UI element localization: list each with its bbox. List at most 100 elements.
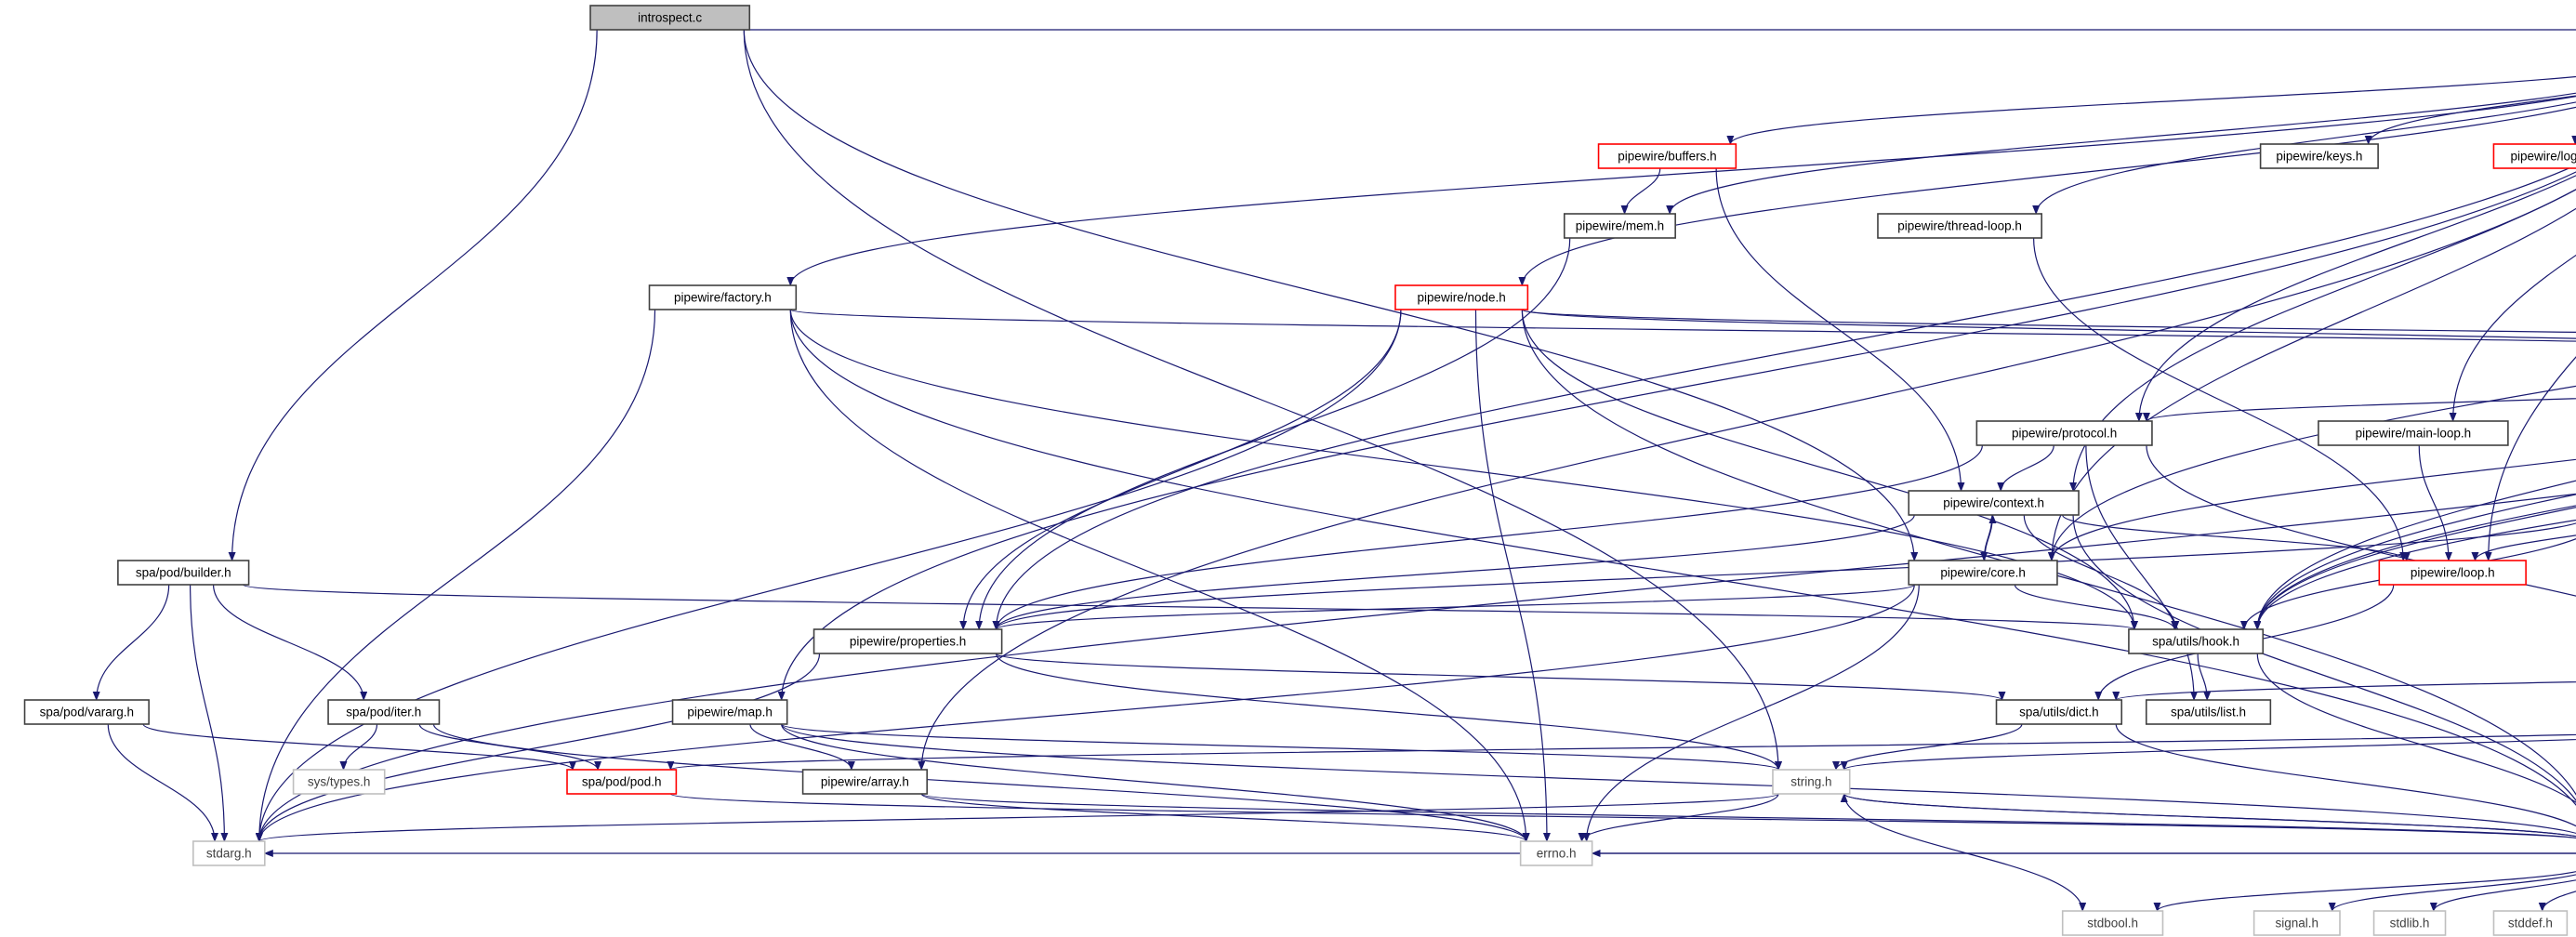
node-pod[interactable]: spa/pod/pod.h xyxy=(566,769,678,795)
edge-properties-to-dict xyxy=(996,653,2006,701)
node-properties[interactable]: pipewire/properties.h xyxy=(812,628,1003,654)
node-label: spa/pod/vararg.h xyxy=(40,706,134,719)
edge-properties-to-string xyxy=(996,653,1782,771)
edge-factory-to-proxy xyxy=(789,309,2576,342)
node-label: pipewire/factory.h xyxy=(674,291,772,305)
node-threadloop[interactable]: pipewire/thread-loop.h xyxy=(1877,213,2042,239)
edge-string-to-errno xyxy=(1578,793,1779,842)
edge-builder-to-vararg xyxy=(92,584,170,701)
node-box xyxy=(1772,769,1851,795)
edge-protocol-to-properties xyxy=(992,444,1983,630)
edge-array-to-defs xyxy=(920,793,2576,839)
node-stdlib: stdlib.h xyxy=(2372,910,2447,936)
edge-string-to-stdbool xyxy=(1843,793,2087,912)
edge-map-to-errno xyxy=(781,723,1530,842)
edge-mainloop-to-loop xyxy=(2418,444,2452,561)
edge-core-to-context xyxy=(1984,514,1997,561)
node-string: string.h xyxy=(1772,769,1851,795)
node-log[interactable]: pipewire/log.h xyxy=(2492,143,2576,169)
node-label: pipewire/thread-loop.h xyxy=(1897,219,2022,233)
edge-array-to-errno xyxy=(920,793,1530,842)
node-box xyxy=(2145,699,2272,725)
node-box xyxy=(1394,284,1529,310)
node-core[interactable]: pipewire/core.h xyxy=(1908,560,2058,586)
node-keys[interactable]: pipewire/keys.h xyxy=(2259,143,2379,169)
node-box xyxy=(1519,840,1593,866)
node-factory[interactable]: pipewire/factory.h xyxy=(648,284,798,310)
edge-core-to-errno xyxy=(1582,584,1920,842)
node-label: pipewire/mem.h xyxy=(1576,219,1664,233)
edge-dict-to-string xyxy=(1832,723,2023,771)
node-node[interactable]: pipewire/node.h xyxy=(1394,284,1529,310)
edge-context-to-loop xyxy=(2062,514,2411,561)
node-box xyxy=(192,840,266,866)
node-loop[interactable]: pipewire/loop.h xyxy=(2378,560,2527,586)
edge-node-to-errno xyxy=(1474,309,1551,842)
edge-node-to-param xyxy=(1521,309,2576,334)
edge-pipewire-to-factory xyxy=(786,95,2576,286)
edge-pipewire-to-mainloop xyxy=(2449,254,2576,422)
edge-pipewire-to-core xyxy=(2047,207,2576,561)
node-list[interactable]: spa/utils/list.h xyxy=(2145,699,2272,725)
node-introspect[interactable]: introspect.c xyxy=(589,5,751,31)
node-vararg[interactable]: spa/pod/vararg.h xyxy=(23,699,150,725)
edge-utils-to-pod xyxy=(667,733,2576,771)
node-label: stddef.h xyxy=(2508,917,2553,930)
node-dict[interactable]: spa/utils/dict.h xyxy=(1995,699,2123,725)
edge-mem-to-properties xyxy=(975,237,1571,630)
node-box xyxy=(2492,910,2569,936)
node-builder[interactable]: spa/pod/builder.h xyxy=(117,560,250,586)
node-label: spa/utils/hook.h xyxy=(2152,635,2239,649)
node-mem[interactable]: pipewire/mem.h xyxy=(1563,213,1676,239)
node-buffers[interactable]: pipewire/buffers.h xyxy=(1597,143,1737,169)
node-mainloop[interactable]: pipewire/main-loop.h xyxy=(2318,420,2509,446)
edge-protocol-to-list xyxy=(2085,444,2199,701)
node-label: pipewire/protocol.h xyxy=(2012,427,2117,441)
edge-map-to-defs xyxy=(781,723,2576,835)
node-label: stdbool.h xyxy=(2087,917,2138,930)
edge-port-to-hook xyxy=(2253,505,2576,630)
node-protocol[interactable]: pipewire/protocol.h xyxy=(1975,420,2153,446)
edge-defs-to-stdbool xyxy=(2153,870,2576,912)
edge-hook-to-defs xyxy=(2256,653,2576,803)
node-box xyxy=(2259,143,2379,169)
edge-node-to-properties xyxy=(959,309,1402,630)
node-context[interactable]: pipewire/context.h xyxy=(1908,490,2080,516)
node-label: pipewire/core.h xyxy=(1940,566,2026,580)
edge-pipewire-to-threadloop xyxy=(2032,101,2576,215)
node-box xyxy=(648,284,798,310)
edge-factory-to-defs xyxy=(789,309,2576,807)
edge-defs-to-stddef xyxy=(2538,891,2576,912)
node-label: signal.h xyxy=(2276,917,2319,930)
node-signal: signal.h xyxy=(2252,910,2341,936)
edge-dataloop-to-properties xyxy=(992,522,2576,630)
edge-pipewire-to-properties xyxy=(992,164,2576,630)
edge-node-to-hook xyxy=(1521,309,2138,630)
edge-dict-to-defs xyxy=(2115,723,2576,827)
edge-vararg-to-stdarg xyxy=(107,723,218,842)
node-map[interactable]: pipewire/map.h xyxy=(671,699,788,725)
edge-factory-to-stdarg xyxy=(255,309,656,842)
node-label: pipewire/buffers.h xyxy=(1618,150,1716,164)
edge-factory-to-errno xyxy=(789,309,1530,842)
edge-defs-to-signal xyxy=(2328,874,2576,912)
edge-pipewire-to-context xyxy=(2069,189,2576,492)
node-box xyxy=(589,5,751,31)
node-box xyxy=(2372,910,2447,936)
node-label: spa/utils/dict.h xyxy=(2019,706,2099,719)
node-array[interactable]: pipewire/array.h xyxy=(801,769,929,795)
node-label: pipewire/main-loop.h xyxy=(2356,427,2472,441)
edge-proxy-to-hook xyxy=(2253,507,2576,630)
edge-core-to-proxy xyxy=(2051,458,2576,561)
edge-pipewire-to-loop xyxy=(2484,356,2576,561)
node-box xyxy=(2252,910,2341,936)
edge-port-to-stdarg xyxy=(255,493,2576,842)
node-box xyxy=(117,560,250,586)
node-hook[interactable]: spa/utils/hook.h xyxy=(2128,628,2265,654)
node-box xyxy=(812,628,1003,654)
node-iter[interactable]: spa/pod/iter.h xyxy=(327,699,441,725)
edge-iter-to-errno xyxy=(432,723,1530,842)
edge-pipewire-to-map xyxy=(777,171,2576,701)
node-stddef: stddef.h xyxy=(2492,910,2569,936)
